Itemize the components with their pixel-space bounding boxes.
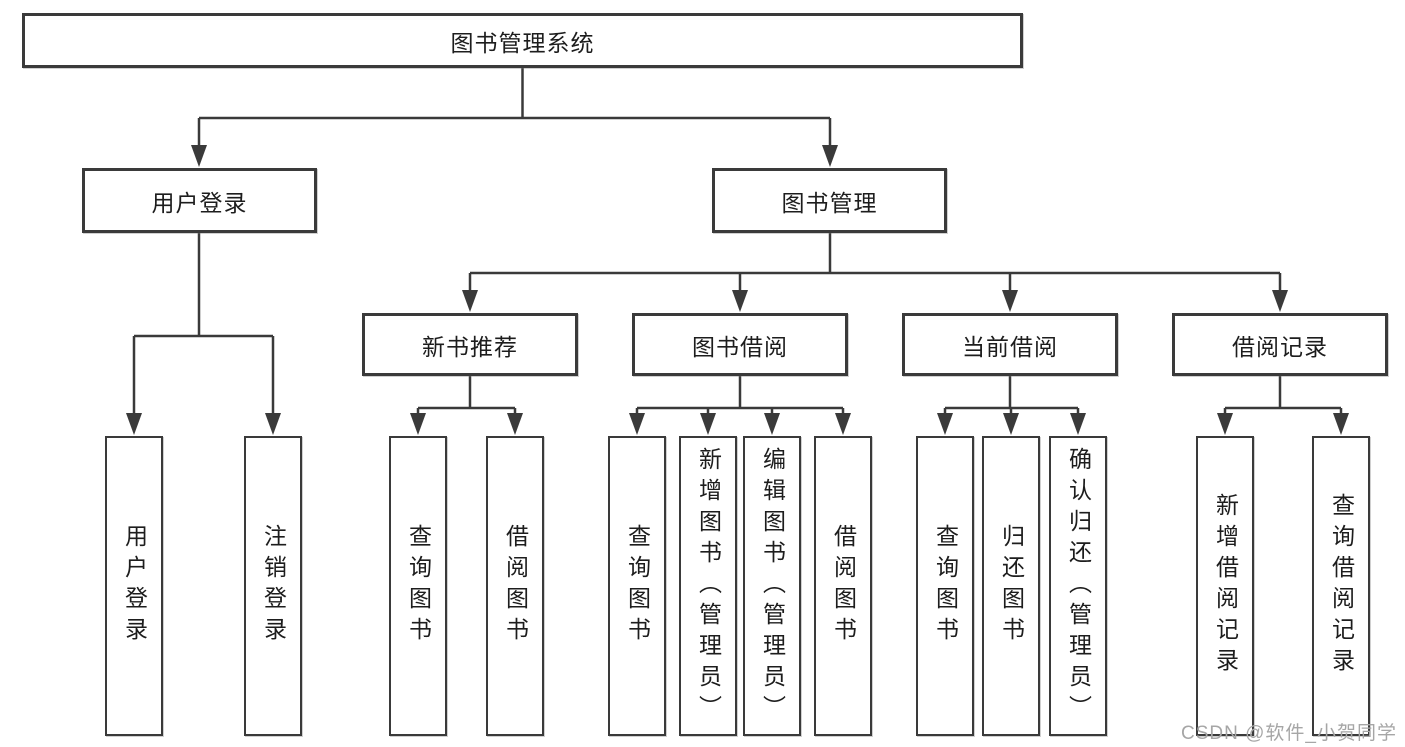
leaf-logout: 注销登录 (244, 436, 302, 736)
node-book-borrowing: 图书借阅 (632, 313, 848, 376)
leaf-user-login: 用户登录 (105, 436, 163, 736)
node-new-book-recommend: 新书推荐 (362, 313, 578, 376)
leaf-edit-books-admin: 编辑图书（管理员） (743, 436, 801, 736)
node-current-borrowing: 当前借阅 (902, 313, 1118, 376)
leaf-return-books: 归还图书 (982, 436, 1040, 736)
node-user-login: 用户登录 (82, 168, 317, 233)
node-library-system: 图书管理系统 (22, 13, 1023, 68)
csdn-watermark: CSDN @软件_小贺同学 (1181, 723, 1397, 744)
leaf-query-books-current: 查询图书 (916, 436, 974, 736)
node-book-management: 图书管理 (712, 168, 947, 233)
leaf-add-books-admin: 新增图书（管理员） (679, 436, 737, 736)
arrowheads (126, 145, 1349, 435)
leaf-confirm-return-admin: 确认归还（管理员） (1049, 436, 1107, 736)
leaf-query-borrow-record: 查询借阅记录 (1312, 436, 1370, 736)
leaf-borrow-books-recommend: 借阅图书 (486, 436, 544, 736)
leaf-borrow-books: 借阅图书 (814, 436, 872, 736)
leaf-query-books-borrowing: 查询图书 (608, 436, 666, 736)
leaf-query-books-recommend: 查询图书 (389, 436, 447, 736)
node-borrowing-records: 借阅记录 (1172, 313, 1388, 376)
leaf-add-borrow-record: 新增借阅记录 (1196, 436, 1254, 736)
